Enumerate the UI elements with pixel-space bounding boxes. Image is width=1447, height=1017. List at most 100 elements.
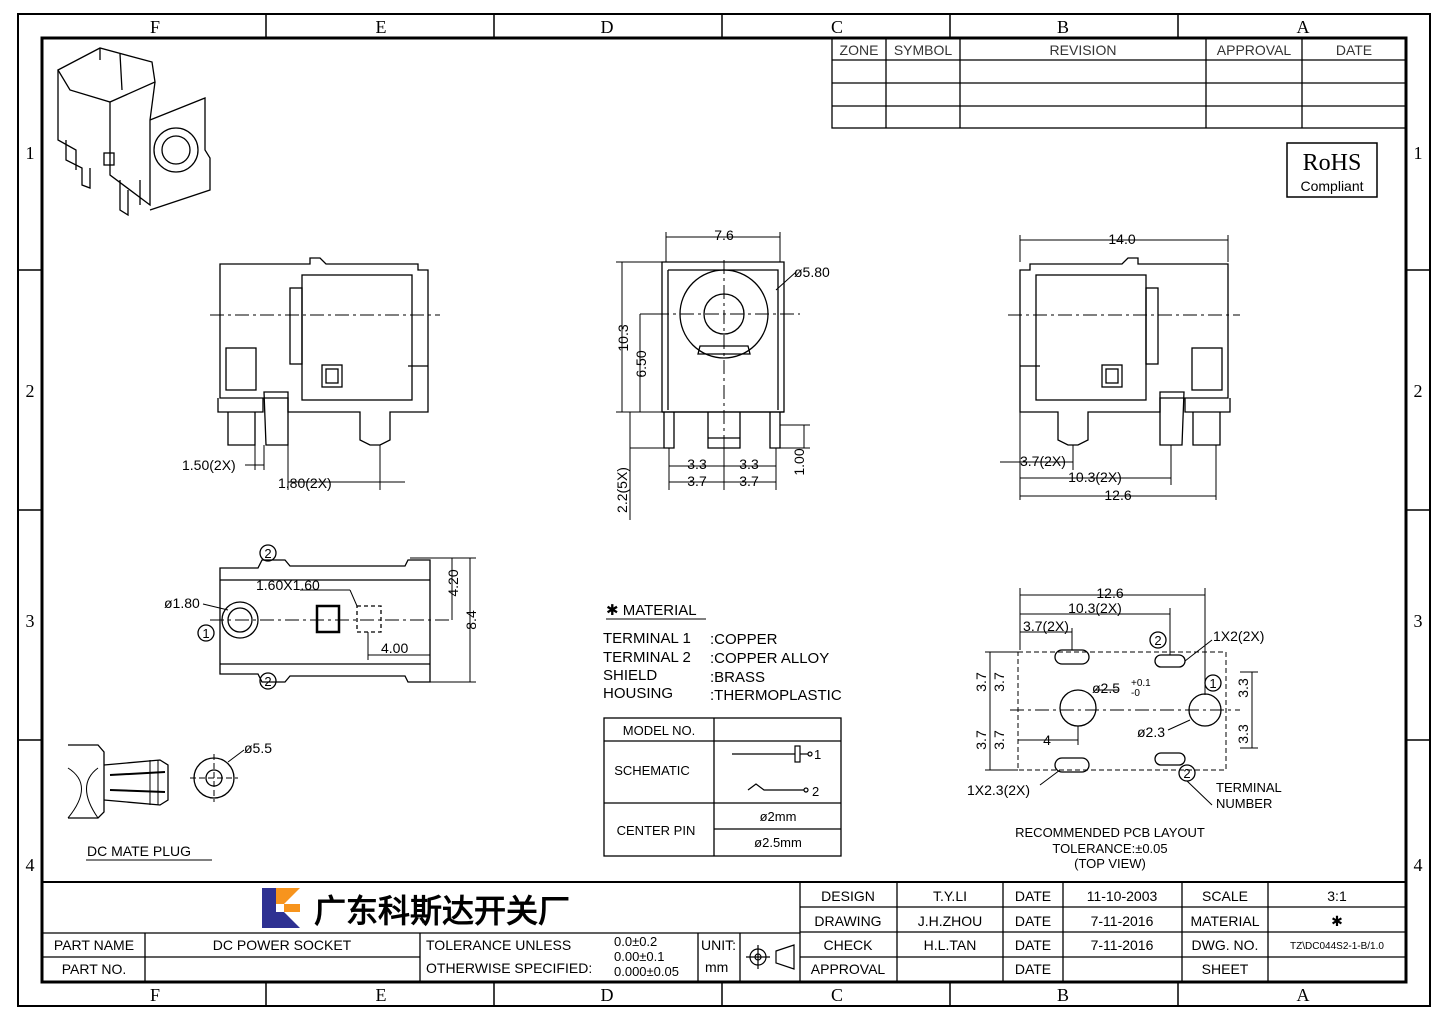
side-view-left	[210, 257, 440, 490]
zone-label: D	[601, 17, 614, 37]
material-label: MATERIAL	[1191, 913, 1260, 929]
rohs-compliant: Compliant	[1300, 178, 1363, 194]
dim-front-height: 10.3	[615, 324, 631, 351]
dim-pcb-v2b: 3.7	[991, 730, 1007, 750]
zone-label: 3	[1414, 611, 1423, 631]
schematic-symbol	[732, 745, 813, 793]
dim-right-b: 10.3(2X)	[1068, 469, 1122, 485]
side-view-right	[1000, 235, 1240, 500]
drawing-label: DRAWING	[814, 913, 881, 929]
zone-label: E	[376, 985, 387, 1005]
dim-pitch-b: 3.3	[739, 456, 759, 472]
isometric-view	[57, 47, 211, 217]
dim-pcb-v3: 3.3	[1235, 678, 1251, 698]
drawing-date: 7-11-2016	[1091, 913, 1154, 929]
design-value: T.Y.LI	[933, 888, 967, 904]
scale-value: 3:1	[1327, 888, 1347, 904]
dim-pcb-v1: 3.7	[973, 672, 989, 692]
header-zone: ZONE	[840, 42, 879, 58]
material-part: TERMINAL 1	[603, 630, 691, 647]
zone-label: D	[601, 985, 614, 1005]
center-pin-label: CENTER PIN	[617, 823, 696, 838]
zone-label: E	[376, 17, 387, 37]
pcb-caption-1: RECOMMENDED PCB LAYOUT	[1015, 825, 1205, 840]
material-part: SHIELD	[603, 667, 657, 684]
part-name-label: PART NAME	[54, 937, 134, 953]
dim-pcb-v1b: 3.7	[991, 672, 1007, 692]
tolerance-label-1: TOLERANCE UNLESS	[426, 937, 571, 953]
header-date: DATE	[1336, 42, 1372, 58]
date-label: DATE	[1015, 888, 1051, 904]
zone-letters-bottom: F E D C B A	[150, 985, 1310, 1005]
dim-square: 1.60X1.60	[256, 577, 320, 593]
pcb-caption-3: (TOP VIEW)	[1074, 856, 1146, 871]
material-title: ✱ MATERIAL	[606, 602, 697, 619]
slot-size-1: 1X2(2X)	[1213, 628, 1264, 644]
terminal-tag: 1	[1209, 676, 1216, 691]
zone-numbers-left: 1 2 3 4	[26, 143, 35, 875]
zone-letters-top: F E D C B A	[150, 17, 1310, 37]
dim-span-a: 3.7	[687, 473, 707, 489]
unit-value: mm	[705, 959, 728, 975]
dim-span-b: 3.7	[739, 473, 759, 489]
title-block: 广东科斯达开关厂 PART NAME DC POWER SOCKET PART …	[42, 881, 1406, 982]
dim-body-length: 14.0	[1108, 231, 1135, 247]
dim-pin-length: 1.00	[791, 448, 807, 475]
material-value: :COPPER ALLOY	[710, 650, 829, 667]
hole-dia-2: ø2.3	[1137, 724, 1165, 740]
dim-full-width: 8.4	[463, 610, 479, 630]
scale-label: SCALE	[1202, 888, 1248, 904]
terminal-tag: 2	[1154, 633, 1161, 648]
tolerance-3: 0.000±0.05	[614, 964, 679, 979]
dim-socket-dia: ø5.80	[794, 264, 830, 280]
dim-pcb-v2: 3.7	[973, 730, 989, 750]
material-value: :BRASS	[710, 669, 765, 686]
hole-tol-minus: -0	[1131, 688, 1140, 699]
approval-label: APPROVAL	[811, 961, 886, 977]
bottom-view	[197, 544, 476, 690]
header-symbol: SYMBOL	[894, 42, 953, 58]
design-label: DESIGN	[821, 888, 875, 904]
dim-pcb-slots: 10.3(2X)	[1068, 600, 1122, 616]
check-label: CHECK	[823, 937, 873, 953]
material-part: HOUSING	[603, 685, 673, 702]
zone-label: C	[831, 985, 843, 1005]
zone-label: A	[1297, 985, 1310, 1005]
dim-pin-dia: ø1.80	[164, 595, 200, 611]
company-logo	[262, 888, 300, 928]
zone-label: C	[831, 17, 843, 37]
zone-label: 1	[1414, 143, 1423, 163]
dim-pin-width: 1.50(2X)	[182, 457, 236, 473]
zone-label: B	[1057, 985, 1069, 1005]
material-value: ✱	[1331, 913, 1343, 929]
drawing-frame	[17, 13, 1431, 1007]
material-part: TERMINAL 2	[603, 649, 691, 666]
revision-table: ZONE SYMBOL REVISION APPROVAL DATE	[831, 37, 1407, 129]
material-value: :THERMOPLASTIC	[710, 687, 842, 704]
terminal-number-2: NUMBER	[1216, 796, 1272, 811]
material-value: :COPPER	[710, 631, 778, 648]
model-no-label: MODEL NO.	[623, 723, 695, 738]
zone-label: F	[150, 985, 160, 1005]
unit-label: UNIT:	[701, 937, 736, 953]
dim-right-c: 12.6	[1104, 487, 1131, 503]
drawing-value: J.H.ZHOU	[918, 913, 983, 929]
tolerance-1: 0.0±0.2	[614, 934, 657, 949]
center-pin-2mm: ø2mm	[760, 809, 797, 824]
dim-pcb-v4: 3.3	[1235, 724, 1251, 744]
zone-label: 2	[1414, 381, 1423, 401]
mate-plug-label: DC MATE PLUG	[87, 843, 191, 859]
zone-label: 4	[1414, 855, 1423, 875]
schematic-terminal-1: 1	[814, 747, 821, 762]
rohs-badge: RoHS Compliant	[1286, 142, 1378, 198]
front-view	[616, 232, 810, 520]
terminal-tag: 2	[264, 546, 271, 561]
rohs-text: RoHS	[1303, 150, 1362, 176]
dwg-no-value: TZ\DC044S2-1-B/1.0	[1290, 941, 1384, 952]
date-label: DATE	[1015, 961, 1051, 977]
company-name: 广东科斯达开关厂	[314, 892, 570, 930]
zone-label: 3	[26, 611, 35, 631]
hole-dia-1: ø2.5	[1092, 680, 1120, 696]
schematic-label: SCHEMATIC	[614, 763, 690, 778]
